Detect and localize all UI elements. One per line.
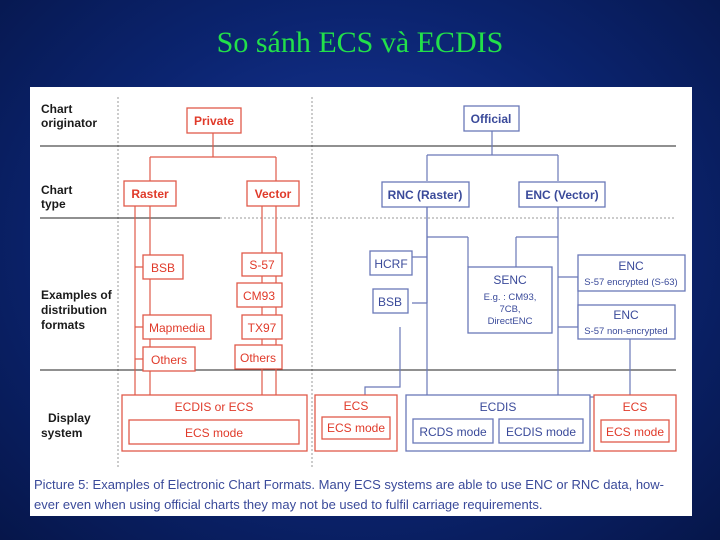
rnc-raster-label: RNC (Raster) — [388, 188, 463, 202]
rcds-mode-box — [412, 418, 494, 444]
rnc-raster-node — [381, 181, 470, 208]
raster-node — [123, 180, 177, 207]
raster-label: Raster — [131, 187, 169, 201]
s57-format-node — [241, 252, 283, 277]
vector-node — [246, 180, 300, 207]
enc-nonencrypted-sub: S-57 non-encrypted — [584, 326, 667, 337]
tx97-format-label: TX97 — [248, 321, 277, 335]
ecs-mode-box — [128, 419, 300, 445]
vector-label: Vector — [255, 187, 292, 201]
cm93-format-node — [236, 282, 283, 308]
enc-nonencrypted-title: ENC — [613, 308, 639, 322]
bsb-format-label: BSB — [378, 295, 402, 309]
enc-encrypted-node — [577, 254, 686, 292]
enc-nonencrypted-node — [577, 304, 676, 340]
senc-examples: E.g. : CM93,7CB,DirectENC — [484, 292, 537, 327]
others-format-label: Others — [151, 353, 187, 367]
private-node — [186, 107, 242, 134]
hcrf-format-label: HCRF — [374, 257, 407, 271]
slide-title: So sánh ECS và ECDIS — [216, 26, 504, 59]
enc-encrypted-sub: S-57 encrypted (S-63) — [584, 277, 677, 288]
bsb-format-node — [142, 254, 184, 280]
ecs-mode-label: ECS mode — [606, 425, 664, 439]
others-format-node — [142, 346, 196, 372]
ecs-mode-box — [600, 419, 670, 443]
enc-vector-node — [518, 181, 606, 208]
official-label: Official — [471, 112, 512, 126]
ecs-mode-box — [321, 416, 391, 440]
senc-title: SENC — [493, 273, 527, 287]
s57-format-label: S-57 — [249, 258, 275, 272]
cm93-format-label: CM93 — [243, 289, 275, 303]
enc-encrypted-title: ENC — [618, 259, 644, 273]
rcds-mode-label: RCDS mode — [419, 425, 487, 439]
mapmedia-format-node — [142, 314, 212, 340]
hcrf-format-node — [369, 250, 413, 276]
bsb-format-node — [372, 288, 409, 314]
ecs-mode-label: ECS mode — [327, 421, 385, 435]
official-node — [463, 105, 520, 132]
others-format-node — [234, 344, 283, 370]
private-label: Private — [194, 114, 234, 128]
others-format-label: Others — [240, 351, 276, 365]
ecdis-mode-label: ECDIS mode — [506, 425, 576, 439]
bsb-format-label: BSB — [151, 261, 175, 275]
ecdis-mode-box — [498, 418, 584, 444]
ecs-label: ECS — [344, 399, 369, 413]
enc-vector-label: ENC (Vector) — [525, 188, 598, 202]
mapmedia-format-label: Mapmedia — [149, 321, 205, 335]
figure-caption: Picture 5: Examples of Electronic Chart … — [34, 477, 664, 512]
tx97-format-node — [241, 314, 283, 340]
ecs-label: ECS — [623, 400, 648, 414]
ecdis-label: ECDIS — [480, 400, 517, 414]
ecdis-or-ecs-label: ECDIS or ECS — [175, 400, 254, 414]
ecs-mode-label: ECS mode — [185, 426, 243, 440]
senc-node — [467, 266, 553, 334]
